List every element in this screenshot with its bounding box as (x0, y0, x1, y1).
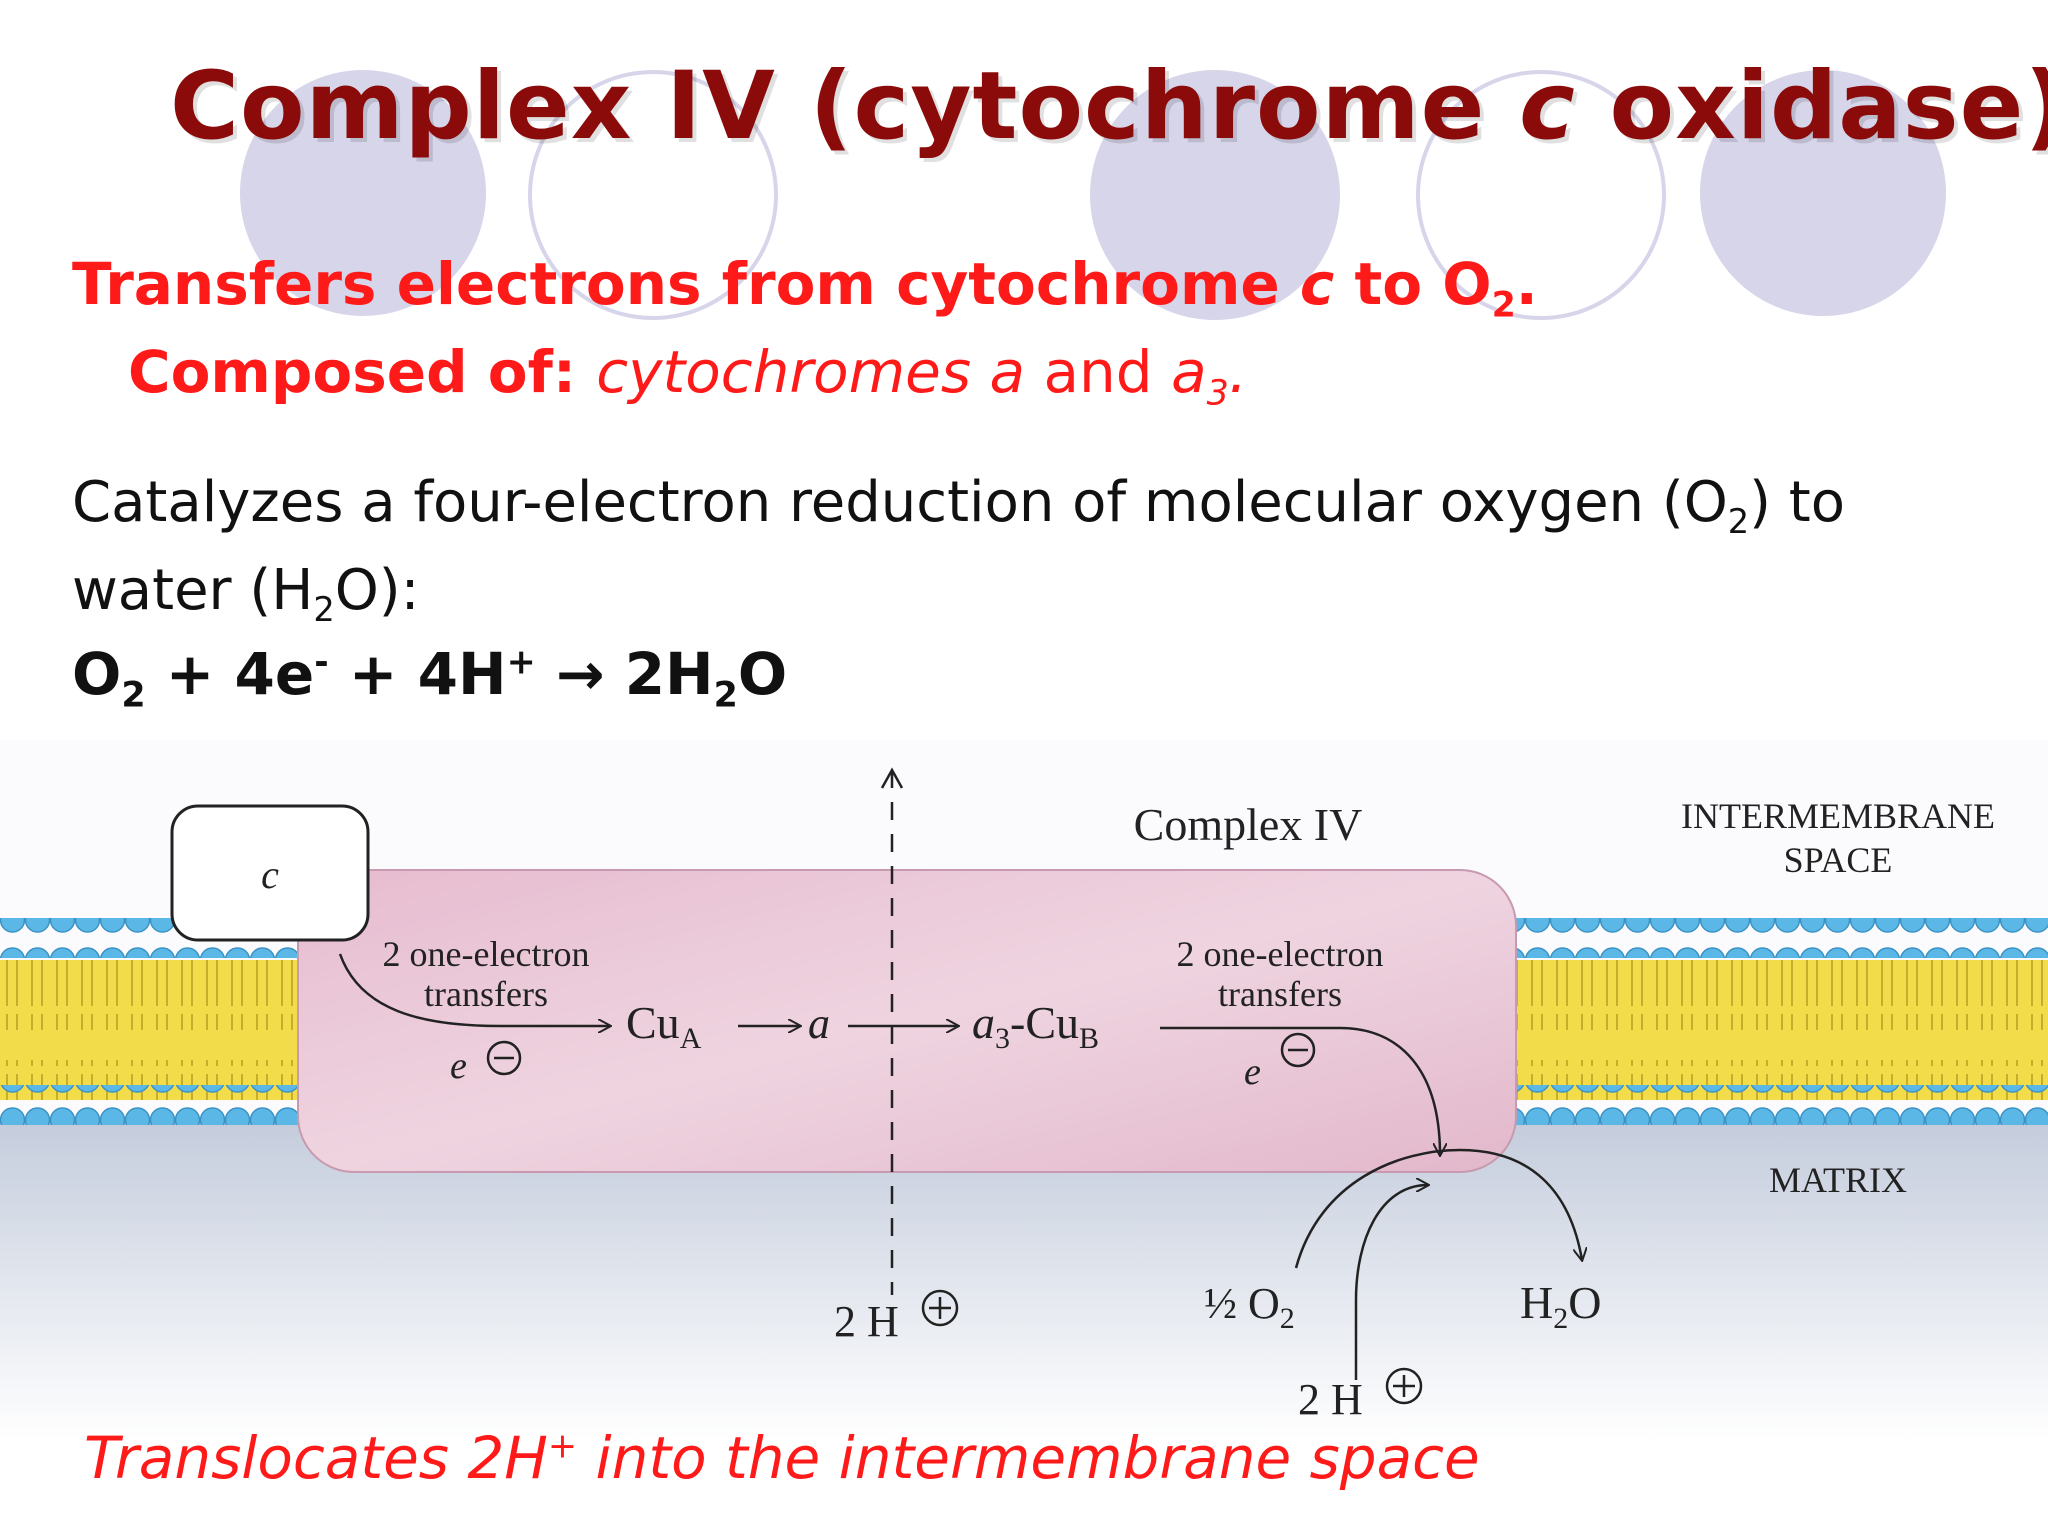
composition-statement: Composed of: cytochromes a and a3. (128, 338, 1248, 414)
proton-bottom-label: 2 H (1298, 1375, 1363, 1424)
cytochrome-c-label: c (261, 852, 279, 897)
proton-charge-bottom (1385, 1367, 1423, 1405)
reaction-equation: O2 + 4e- + 4H+ → 2H2O (72, 640, 788, 716)
complex-iv-body (297, 869, 1517, 1173)
matrix-label: MATRIX (1769, 1160, 1907, 1200)
membrane-bilayer-right (1510, 918, 2048, 1125)
complex-iv-diagram: c Complex IV INTERMEMBRANE SPACE MATRIX … (0, 740, 2048, 1440)
electron-arrow-from-c (338, 953, 610, 1026)
a3-cub-label: a3-CuB (972, 997, 1099, 1055)
half-oxygen-label: ½ O2 (1204, 1279, 1295, 1335)
oxygen-to-water-arrow (1294, 1148, 1582, 1269)
intermembrane-label: INTERMEMBRANE (1681, 796, 1995, 836)
decorative-circle (240, 70, 486, 316)
decorative-circle (1090, 70, 1340, 320)
left-transfer-label-2: transfers (424, 974, 548, 1014)
decorative-circle (1416, 70, 1666, 320)
slide-title: Complex IV (cytochrome c oxidase) (170, 52, 2048, 161)
plus-sign (929, 1297, 951, 1319)
cytochrome-c-box (170, 804, 370, 942)
proton-left-label: 2 H (834, 1297, 899, 1346)
proton-channel-arrowhead (880, 767, 904, 789)
water-label: H2O (1520, 1277, 1601, 1335)
proton-uptake-arrow (1354, 1185, 1428, 1380)
electron-label-left: e (450, 1045, 467, 1087)
right-transfer-label: 2 one-electron (1177, 934, 1384, 974)
membrane-bilayer-left (0, 918, 300, 1125)
electron-charge-right (1280, 1032, 1316, 1068)
electron-charge-left (486, 1040, 522, 1076)
proton-charge-left (921, 1289, 959, 1327)
complex-iv-label: Complex IV (1134, 799, 1363, 850)
matrix-area (0, 1120, 2048, 1440)
intermembrane-label-space: SPACE (1784, 840, 1893, 880)
decorative-circle (528, 70, 778, 320)
translocation-statement: Translocates 2H+ into the intermembrane … (84, 1424, 1480, 1492)
catalysis-statement: Catalyzes a four-electron reduction of m… (72, 470, 1846, 542)
left-transfer-label: 2 one-electron (383, 934, 590, 974)
heme-a-label: a (808, 999, 830, 1048)
right-transfer-label-2: transfers (1218, 974, 1342, 1014)
plus-sign (1393, 1375, 1415, 1397)
cu-a-label: CuA (626, 997, 702, 1055)
catalysis-statement-cont: water (H2O): (72, 558, 420, 630)
decorative-circle (1700, 70, 1946, 316)
transfer-statement: Transfers electrons from cytochrome c to… (72, 250, 1538, 326)
electron-label-right: e (1244, 1051, 1261, 1093)
electron-arrow-to-oxygen (1160, 1026, 1440, 1155)
